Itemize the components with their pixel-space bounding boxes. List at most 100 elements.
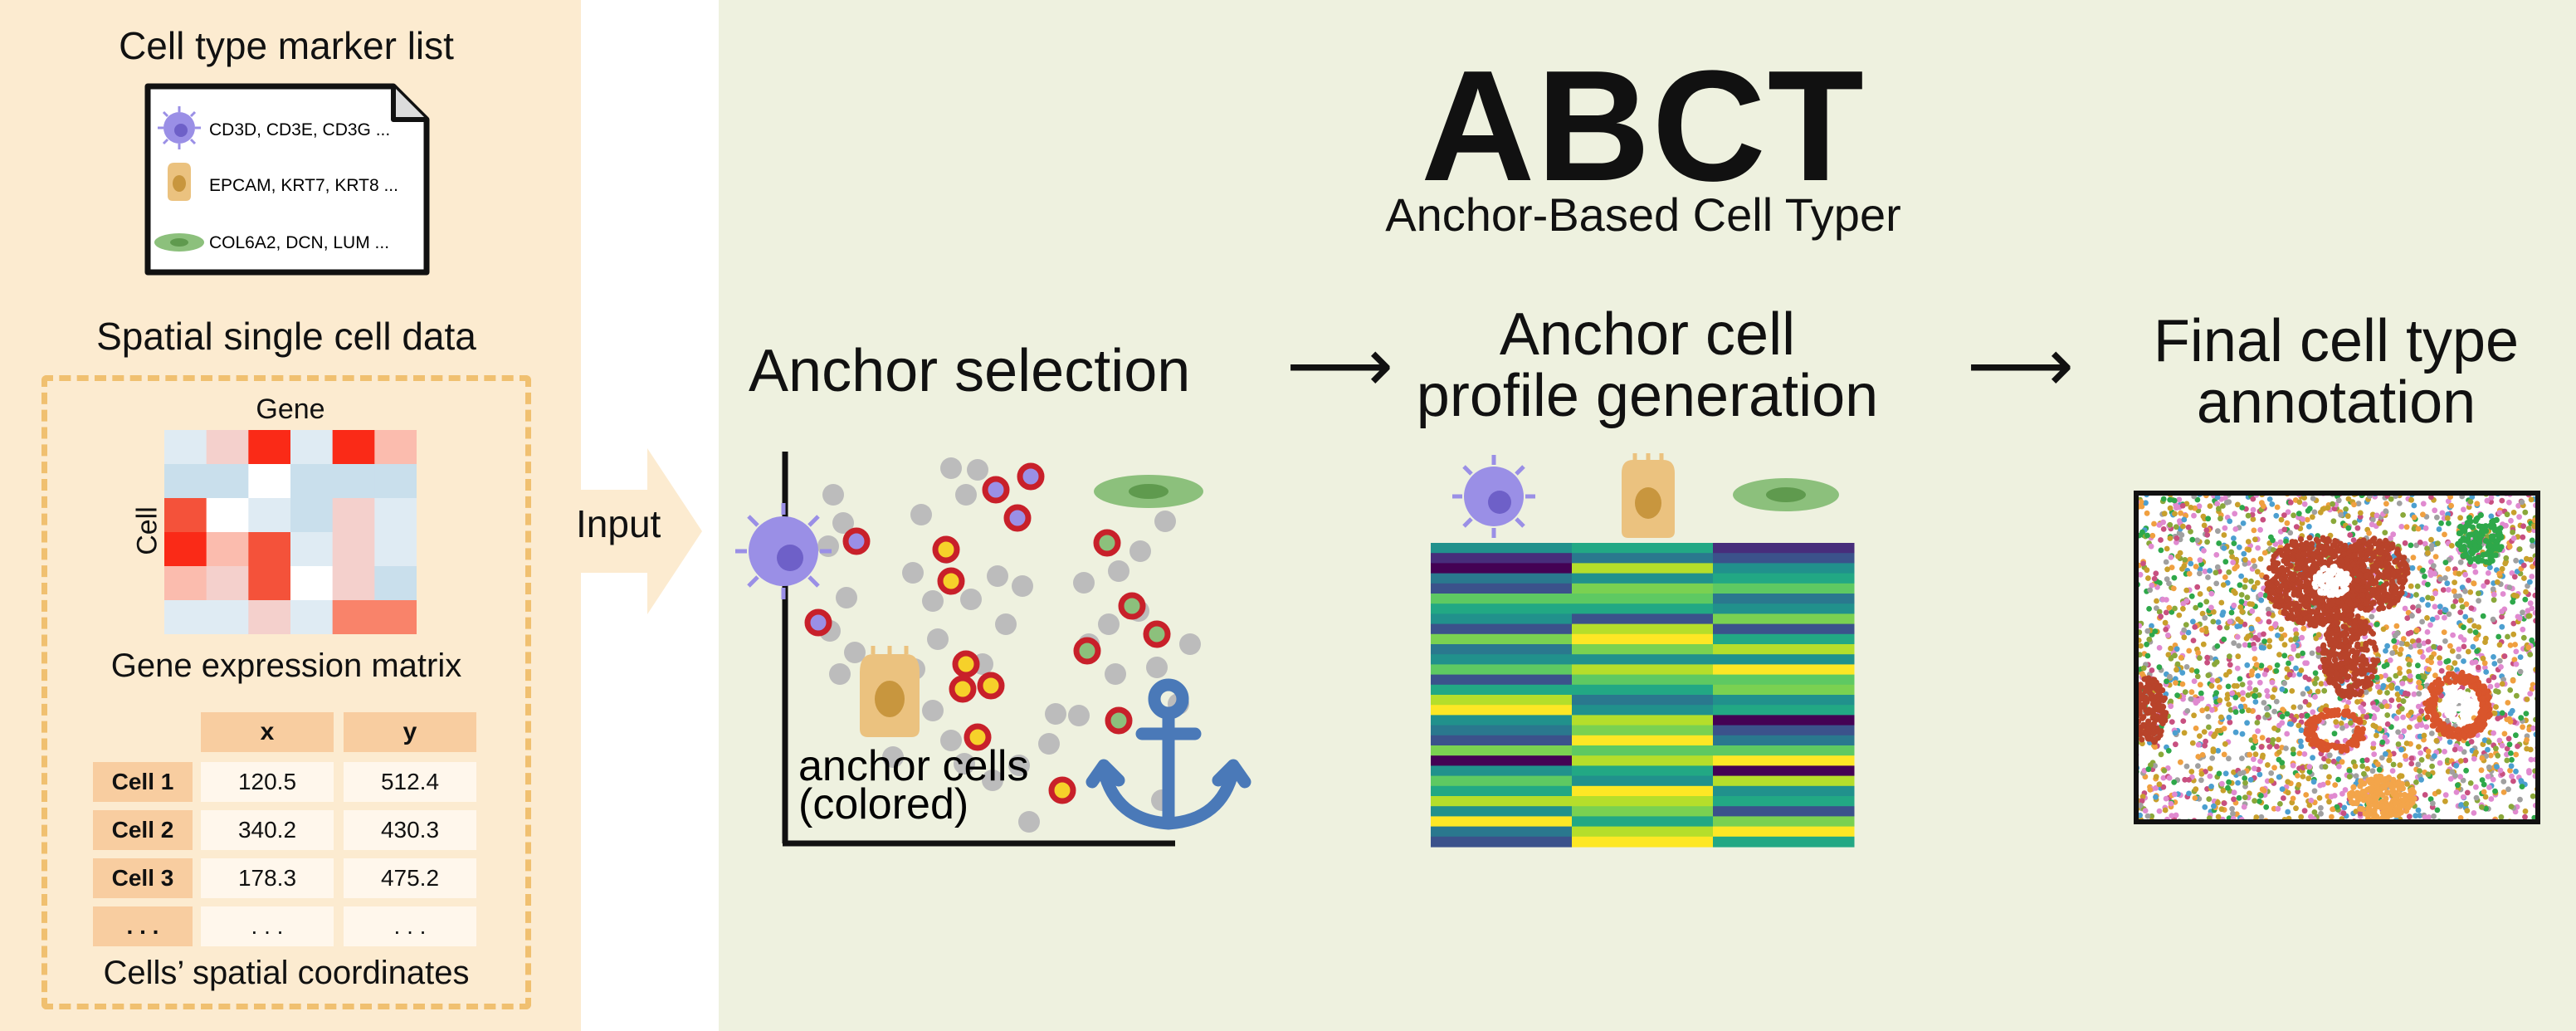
profile-heatmap-cell: [1572, 725, 1714, 736]
annotated-cell-dot: [2347, 532, 2354, 538]
annotated-cell-dot: [2159, 596, 2166, 603]
annotated-cell-dot: [2473, 794, 2480, 801]
heatmap-cell: [206, 532, 249, 567]
annotated-cell-dot: [2296, 603, 2303, 609]
annotated-cell-dot: [2359, 646, 2365, 652]
input-arrow: [581, 448, 705, 618]
annotated-cell-dot: [2301, 501, 2308, 507]
annotated-cell-dot: [2315, 716, 2322, 722]
annotated-cell-dot: [2506, 584, 2513, 590]
coordinates-caption: Cells’ spatial coordinates: [103, 955, 470, 991]
annotated-cell-dot: [2281, 642, 2288, 648]
annotated-cell-dot: [2176, 496, 2183, 503]
annotated-cell-dot: [2345, 699, 2352, 706]
annotated-cell-dot: [2242, 577, 2249, 584]
annotated-cell-dot: [2332, 782, 2339, 788]
annotated-cell-dot: [2253, 662, 2260, 668]
annotated-cell-dot: [2449, 769, 2456, 775]
annotated-cell-dot: [2413, 779, 2419, 785]
annotated-cell-dot: [2511, 657, 2518, 662]
annotated-cell-dot: [2273, 698, 2280, 705]
annotated-cell-dot: [2274, 744, 2280, 750]
annotated-cell-dot: [2388, 535, 2393, 541]
annotated-cell-dot: [2388, 697, 2395, 703]
annotated-cell-dot: [2205, 516, 2212, 522]
unlabeled-cell-dot: [844, 642, 866, 663]
annotated-cell-dot: [2204, 539, 2211, 545]
annotated-cell-dot: [2159, 696, 2165, 702]
annotated-cell-dot: [2218, 714, 2224, 721]
annotated-cell-dot: [2365, 594, 2372, 600]
annotated-cell-dot: [2144, 698, 2150, 706]
annotated-cell-dot: [2295, 565, 2303, 572]
annotated-cell-dot: [2426, 667, 2432, 672]
annotated-cell-dot: [2203, 738, 2209, 745]
annotated-cell-dot: [2306, 769, 2313, 774]
annotated-cell-dot: [2242, 642, 2248, 648]
annotated-cell-dot: [2173, 812, 2179, 818]
annotated-cell-dot: [2454, 727, 2461, 734]
annotated-cell-dot: [2338, 568, 2344, 575]
annotated-cell-dot: [2273, 603, 2280, 609]
heatmap-cell: [164, 532, 207, 567]
annotated-cell-dot: [2427, 622, 2433, 628]
annotated-cell-dot: [2150, 730, 2157, 737]
annotated-cell-dot: [2272, 568, 2279, 574]
annotated-cell-dot: [2281, 795, 2286, 801]
profile-heatmap-cell: [1572, 594, 1714, 604]
annotated-cell-dot: [2452, 579, 2458, 585]
annotated-cell-dot: [2519, 499, 2525, 506]
annotated-cell-dot: [2328, 794, 2334, 799]
annotated-cell-dot: [2164, 545, 2170, 552]
annotated-cell-dot: [2328, 630, 2334, 637]
annotated-cell-dot: [2330, 758, 2337, 765]
annotated-cell-dot: [2239, 708, 2246, 714]
annotated-cell-dot: [2409, 613, 2415, 619]
annotated-cell-dot: [2242, 779, 2248, 786]
annotated-cell-dot: [2258, 793, 2264, 799]
annotated-cell-dot: [2447, 739, 2453, 745]
annotated-cell-dot: [2162, 619, 2169, 626]
annotated-cell-dot: [2369, 600, 2376, 607]
annotated-cell-dot: [2458, 597, 2465, 603]
heatmap-cell: [248, 532, 291, 567]
annotated-cell-dot: [2434, 514, 2440, 520]
annotated-cell-dot: [2335, 599, 2342, 606]
annotated-cell-dot: [2361, 683, 2369, 691]
profile-heatmap-cell: [1572, 543, 1714, 554]
annotated-cell-dot: [2148, 762, 2154, 768]
annotated-cell-dot: [2427, 704, 2433, 711]
annotated-cell-dot: [2174, 535, 2180, 541]
annotated-cell-dot: [2512, 642, 2519, 647]
annotated-cell-dot: [2179, 566, 2185, 572]
heatmap-cell: [164, 464, 207, 499]
annotated-cell-dot: [2369, 613, 2375, 620]
annotated-cell-dot: [2153, 570, 2159, 577]
gene-expression-heatmap: [164, 430, 417, 638]
annotated-cell-dot: [2378, 755, 2385, 761]
heatmap-cell: [332, 600, 375, 635]
annotated-cell-dot: [2268, 625, 2275, 632]
annotated-cell-dot: [2270, 537, 2276, 544]
annotated-cell-dot: [2507, 719, 2514, 725]
annotated-cell-dot: [2168, 698, 2174, 705]
annotated-cell-dot: [2378, 600, 2384, 608]
annotated-cell-dot: [2315, 559, 2322, 567]
annotated-cell-dot: [2416, 679, 2422, 686]
annotated-cell-dot: [2522, 808, 2529, 814]
annotated-cell-dot: [2137, 682, 2144, 688]
annotated-cell-dot: [2393, 715, 2400, 721]
annotated-cell-dot: [2351, 675, 2358, 682]
annotated-cell-dot: [2474, 501, 2481, 507]
annotated-cell-dot: [2139, 794, 2146, 800]
annotated-cell-dot: [2476, 598, 2482, 604]
annotated-cell-dot: [2237, 618, 2244, 625]
annotated-cell-dot: [2241, 550, 2247, 557]
annotated-cell-dot: [2490, 776, 2496, 783]
annotated-cell-dot: [2229, 554, 2236, 559]
annotated-cell-dot: [2234, 665, 2241, 672]
annotated-cell-dot: [2144, 734, 2151, 741]
annotated-cell-dot: [2360, 579, 2367, 585]
annotated-cell-dot: [2501, 730, 2508, 737]
